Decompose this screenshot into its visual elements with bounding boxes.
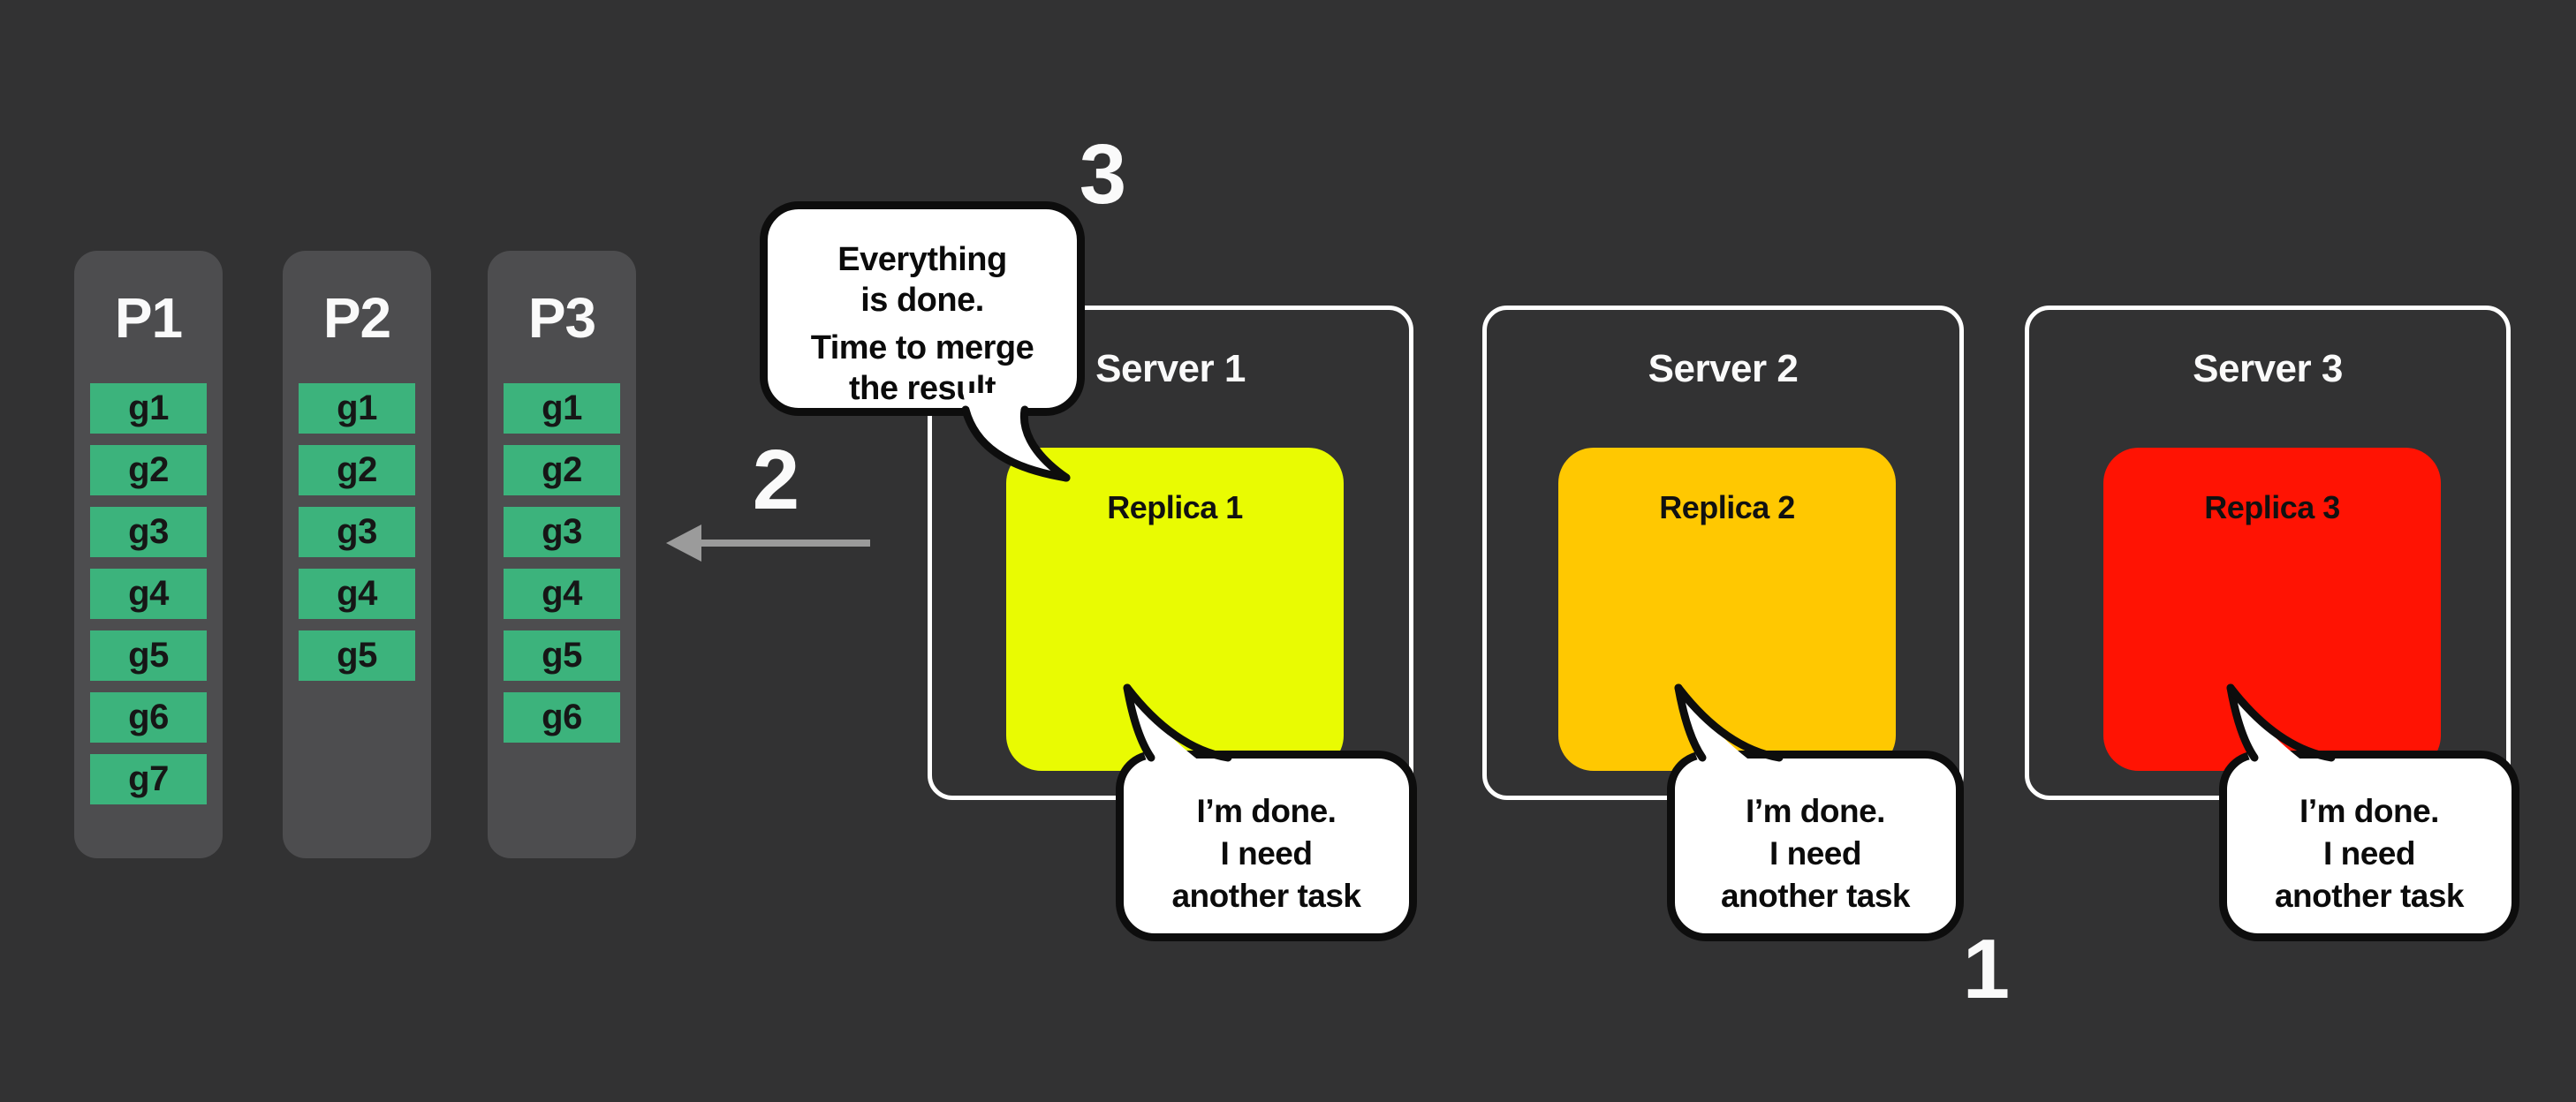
partition-p2: P2 g1 g2 g3 g4 g5	[283, 251, 431, 858]
group-block: g4	[504, 569, 620, 619]
partition-title: P3	[527, 286, 596, 350]
arrow-left-icon	[666, 525, 870, 562]
group-block: g5	[299, 630, 415, 681]
group-block: g6	[504, 692, 620, 743]
bubble-text: I’m done.	[2299, 793, 2439, 829]
group-block: g3	[90, 507, 207, 557]
bubble-text: Time to merge	[810, 329, 1034, 366]
bubble-text: another task	[2274, 878, 2465, 914]
server-title: Server 2	[1648, 347, 1799, 390]
server-2-box: Server 2 Replica 2	[1482, 306, 1964, 800]
partition-title: P1	[114, 286, 183, 350]
group-block: g1	[504, 383, 620, 434]
partition-title: P2	[322, 286, 391, 350]
replica-label: Replica 1	[1107, 489, 1243, 525]
server-1-box: Server 1 Replica 1	[928, 306, 1413, 800]
step-label-3: 3	[1079, 127, 1126, 222]
group-block: g3	[299, 507, 415, 557]
group-block: g3	[504, 507, 620, 557]
group-block: g1	[299, 383, 415, 434]
bubble-text: I need	[2323, 835, 2415, 872]
bubble-text: I need	[1220, 835, 1313, 872]
replica-3: Replica 3	[2103, 448, 2441, 771]
group-block: g2	[90, 445, 207, 495]
group-block: g5	[90, 630, 207, 681]
group-block: g4	[90, 569, 207, 619]
replica-1: Replica 1	[1006, 448, 1344, 771]
replica-label: Replica 3	[2204, 489, 2340, 525]
bubble-text: Everything	[837, 241, 1007, 278]
group-block: g1	[90, 383, 207, 434]
group-block: g2	[504, 445, 620, 495]
group-block: g2	[299, 445, 415, 495]
done-speech-bubble-1: I’m done. I need another task	[1116, 751, 1417, 941]
group-list: g1 g2 g3 g4 g5	[283, 383, 431, 681]
group-list: g1 g2 g3 g4 g5 g6	[488, 383, 636, 743]
server-title: Server 1	[1095, 347, 1246, 390]
step-label-2: 2	[752, 433, 799, 527]
done-speech-bubble-3: I’m done. I need another task	[2219, 751, 2519, 941]
bubble-text: the result	[848, 370, 996, 407]
bubble-text: another task	[1171, 878, 1361, 914]
replica-2: Replica 2	[1558, 448, 1896, 771]
bubble-text: I’m done.	[1196, 793, 1337, 829]
replica-label: Replica 2	[1659, 489, 1795, 525]
partition-p3: P3 g1 g2 g3 g4 g5 g6	[488, 251, 636, 858]
bubble-text: is done.	[860, 282, 984, 319]
bubble-text: I’m done.	[1746, 793, 1885, 829]
done-speech-bubble-2: I’m done. I need another task	[1667, 751, 1964, 941]
partition-p1: P1 g1 g2 g3 g4 g5 g6 g7	[74, 251, 223, 858]
server-3-box: Server 3 Replica 3	[2025, 306, 2511, 800]
bubble-text: I need	[1769, 835, 1861, 872]
bubble-text: another task	[1720, 878, 1911, 914]
server-title: Server 3	[2193, 347, 2343, 390]
group-block: g5	[504, 630, 620, 681]
group-block: g4	[299, 569, 415, 619]
group-block: g6	[90, 692, 207, 743]
merge-speech-bubble: Everything is done. Time to merge the re…	[760, 201, 1085, 416]
step-label-1: 1	[1962, 922, 2010, 1016]
group-block: g7	[90, 754, 207, 804]
group-list: g1 g2 g3 g4 g5 g6 g7	[74, 383, 223, 804]
